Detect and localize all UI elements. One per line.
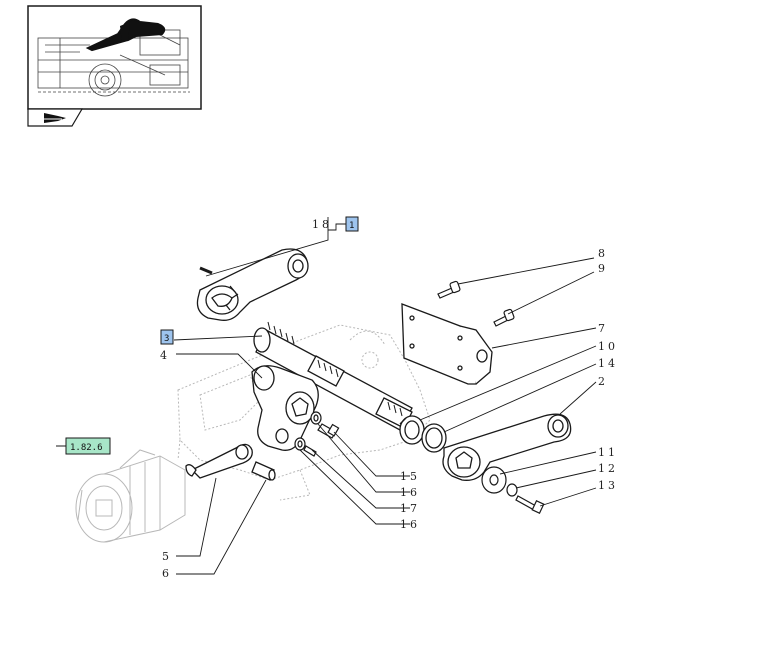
callout-15: 15 [400,470,420,483]
bolt-9[interactable] [493,308,515,327]
callout-14: 14 [598,357,618,370]
callout-7: 7 [598,322,608,335]
callout-numbers: 18 8 9 4 7 10 14 2 11 12 13 15 16 17 16 … [160,218,618,580]
bolt-8[interactable] [437,280,461,299]
lever-4[interactable] [251,365,319,451]
callout-18: 18 [312,218,332,231]
lower-lift-arm-2[interactable] [442,413,572,481]
callout-4: 4 [160,349,170,362]
callout-12: 12 [598,462,618,475]
washer-16b[interactable] [294,437,306,451]
bolt-15[interactable] [317,423,340,439]
bushing-10[interactable] [399,415,425,445]
callout-11: 11 [598,446,618,459]
ref-box-3-label: 3 [164,334,169,344]
bolt-13[interactable] [515,495,545,515]
lock-washer-12[interactable] [506,483,518,497]
callout-10: 10 [598,340,618,353]
ref-box-1-82-6-label: 1.82.6 [70,443,103,453]
callout-17: 17 [400,502,420,515]
page-arrow-icon[interactable] [27,108,84,127]
ring-14[interactable] [421,423,447,453]
callout-16b: 16 [400,518,420,531]
locator-thumbnail[interactable] [27,5,202,110]
ref-box-1-82-6[interactable]: 1.82.6 [56,437,111,455]
callout-5: 5 [162,550,172,563]
callout-8: 8 [598,247,608,260]
callout-6: 6 [162,567,172,580]
bracket-7[interactable] [401,303,493,385]
ref-box-3[interactable]: 3 [160,329,174,345]
arm-5[interactable] [185,443,253,479]
washer-16[interactable] [310,411,322,425]
ghost-pump-motor [75,449,186,543]
bolt-17[interactable] [303,445,317,457]
ref-box-1-label: 1 [349,221,354,231]
upper-lift-arm-18[interactable] [196,248,309,321]
callout-2: 2 [598,375,608,388]
callout-16a: 16 [400,486,420,499]
leader-lines [173,217,597,575]
callout-9: 9 [598,262,608,275]
ref-box-1[interactable]: 1 [345,216,359,232]
washer-11[interactable] [481,466,507,494]
pin-6[interactable] [251,461,276,481]
callout-13: 13 [598,479,618,492]
